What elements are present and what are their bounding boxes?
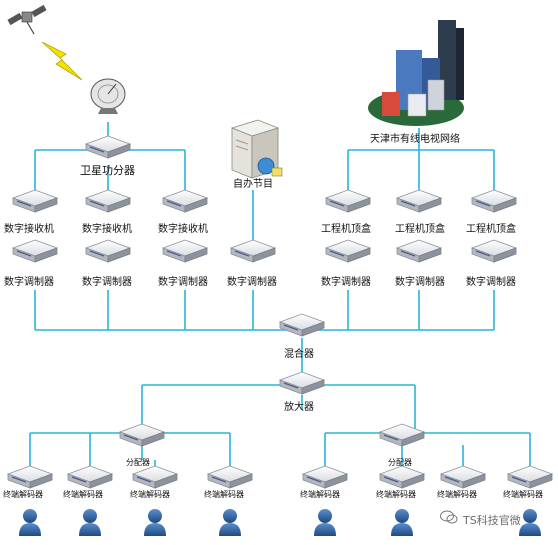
label-stb-2: 工程机顶盒	[395, 224, 445, 235]
label-terminal-decoder-7: 终端解码器	[437, 490, 477, 499]
modulator-device-1	[12, 239, 58, 263]
label-stb-3: 工程机顶盒	[466, 224, 516, 235]
user-icon	[219, 509, 241, 536]
label-mixer: 混合器	[284, 349, 314, 360]
amplifier-device	[279, 371, 325, 395]
lightning-icon	[41, 41, 83, 81]
dish-icon	[90, 78, 126, 114]
label-receiver-2: 数字接收机	[82, 224, 132, 235]
modulator-device-3	[162, 239, 208, 263]
terminal-decoder-device-3	[132, 465, 178, 489]
label-city-network: 天津市有线电视网络	[370, 134, 460, 145]
label-terminal-decoder-4: 终端解码器	[204, 490, 244, 499]
label-terminal-decoder-1: 终端解码器	[3, 490, 43, 499]
terminal-decoder-device-4	[207, 465, 253, 489]
label-modulator-5: 数字调制器	[321, 277, 371, 288]
label-terminal-decoder-8: 终端解码器	[503, 490, 543, 499]
server-icon	[230, 119, 283, 179]
label-modulator-4: 数字调制器	[227, 277, 277, 288]
label-modulator-1: 数字调制器	[4, 277, 54, 288]
watermark: TS科技官微	[463, 514, 521, 527]
user-icon	[519, 509, 541, 536]
label-terminal-decoder-2: 终端解码器	[63, 490, 103, 499]
label-self-program: 自办节目	[233, 179, 273, 190]
label-terminal-decoder-3: 终端解码器	[130, 490, 170, 499]
splitter-device-2	[379, 423, 425, 447]
receiver-device-2	[85, 189, 131, 213]
modulator-device-5	[325, 239, 371, 263]
label-amplifier: 放大器	[284, 402, 314, 413]
label-terminal-decoder-5: 终端解码器	[300, 490, 340, 499]
building-icon	[368, 20, 464, 126]
label-modulator-6: 数字调制器	[395, 277, 445, 288]
stb-device-3	[471, 189, 517, 213]
label-modulator-7: 数字调制器	[466, 277, 516, 288]
stb-device-2	[396, 189, 442, 213]
label-terminal-decoder-6: 终端解码器	[376, 490, 416, 499]
modulator-device-7	[471, 239, 517, 263]
user-icon	[79, 509, 101, 536]
label-stb-1: 工程机顶盒	[321, 224, 371, 235]
terminal-decoder-device-8	[507, 465, 553, 489]
label-receiver-3: 数字接收机	[158, 224, 208, 235]
mixer-device	[279, 313, 325, 337]
label-satellite-splitter: 卫星功分器	[80, 164, 135, 177]
label-modulator-3: 数字调制器	[158, 277, 208, 288]
user-icon	[19, 509, 41, 536]
label-modulator-2: 数字调制器	[82, 277, 132, 288]
wechat-logo-icon	[440, 510, 458, 524]
receiver-device-1	[12, 189, 58, 213]
satellite-icon	[7, 4, 47, 35]
terminal-decoder-device-7	[440, 465, 486, 489]
splitter-device-1	[119, 423, 165, 447]
terminal-decoder-device-5	[302, 465, 348, 489]
connection-lines	[29, 122, 531, 468]
terminal-decoder-device-6	[379, 465, 425, 489]
modulator-device-6	[396, 239, 442, 263]
user-icon	[391, 509, 413, 536]
modulator-device-2	[85, 239, 131, 263]
user-icon	[144, 509, 166, 536]
receiver-device-3	[162, 189, 208, 213]
label-receiver-1: 数字接收机	[4, 224, 54, 235]
label-splitter-2: 分配器	[388, 458, 412, 467]
user-icon	[314, 509, 336, 536]
terminal-decoder-device-2	[67, 465, 113, 489]
stb-device-1	[325, 189, 371, 213]
modulator-device-4	[230, 239, 276, 263]
label-splitter-1: 分配器	[126, 458, 150, 467]
satellite-splitter-device	[85, 135, 131, 159]
terminal-decoder-device-1	[7, 465, 53, 489]
